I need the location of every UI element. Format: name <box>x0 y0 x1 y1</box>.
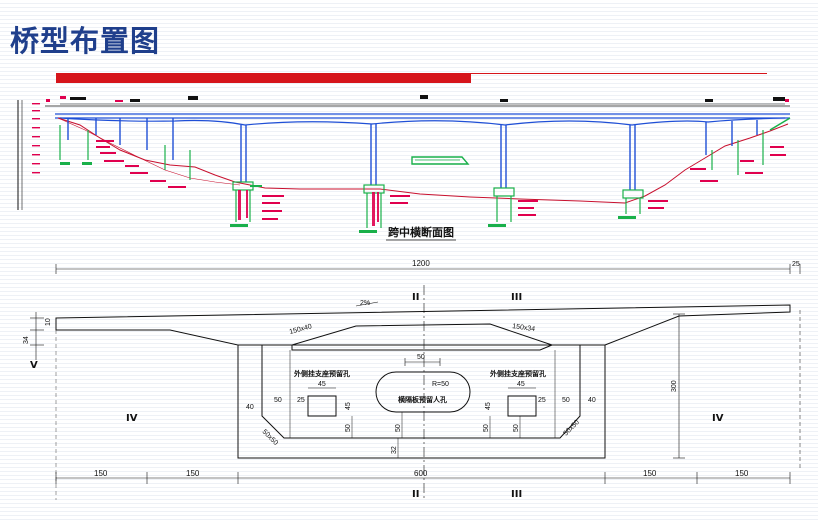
depth-dimension: 300 <box>671 310 801 470</box>
cross-section-view: 跨中横断面图 1200 25 II III IV IV V II III 2% <box>23 225 801 500</box>
right-chamfer-label: 50x50 <box>562 419 581 438</box>
slide-title: 桥型布置图 <box>10 24 161 58</box>
bottom-dim-left-rib: 50 <box>345 424 352 432</box>
section-mark-top-left: II <box>412 292 419 303</box>
left-height-label: 34 <box>23 336 30 344</box>
section-mark-bottom-right: III <box>511 489 522 500</box>
left-offset-label: 10 <box>45 318 52 326</box>
left-chamfer-label: 50x50 <box>261 428 280 447</box>
right-bearing-height-label: 45 <box>485 402 492 410</box>
right-bearing-label: 外侧挂支座预留孔 <box>490 369 546 378</box>
manhole-radius-label: R=50 <box>432 381 449 388</box>
right-haunch-label: 150x34 <box>512 323 536 333</box>
left-wall-label: 40 <box>246 404 254 411</box>
section-mark-side-right: IV <box>712 413 724 424</box>
left-bearing-height-label: 45 <box>345 402 352 410</box>
edge-label: 25 <box>792 261 800 268</box>
ground-profile <box>57 117 789 204</box>
bottom-dim-right-rib: 50 <box>513 424 520 432</box>
section-mark-top-right: III <box>511 292 522 303</box>
bottom-dim-4: 150 <box>643 469 657 478</box>
bottom-dim-web: 32 <box>391 446 398 454</box>
box-girder-outline <box>55 304 791 459</box>
left-side-dimensions: 10 34 <box>23 312 52 360</box>
title-underline-bar <box>56 73 471 83</box>
title-underline-line <box>471 73 767 74</box>
bottom-dimension-chain: 150 150 600 150 150 <box>55 469 791 484</box>
bottom-dim-center-left: 50 <box>395 424 402 432</box>
pile-foundations <box>59 125 764 228</box>
manhole-opening: 横隔板预留人孔 R=50 50 <box>375 354 471 413</box>
slope-label: 2% <box>360 300 370 307</box>
left-bearing-width-label: 45 <box>318 381 326 388</box>
bottom-dim-2: 150 <box>186 469 200 478</box>
left-rib-label: 50 <box>274 397 282 404</box>
section-mark-bottom-left: II <box>412 489 419 500</box>
bottom-dim-center-right: 50 <box>483 424 490 432</box>
left-annotation-strip <box>17 100 40 210</box>
manhole-width-label: 50 <box>417 354 425 361</box>
left-bearing-offset-label: 25 <box>297 397 305 404</box>
right-bearing-offset-label: 25 <box>538 397 546 404</box>
bridge-girder <box>55 113 790 126</box>
right-wall-label: 40 <box>588 397 596 404</box>
bottom-dim-5: 150 <box>735 469 749 478</box>
right-bearing-opening: 外侧挂支座预留孔 45 25 45 50 40 50x50 <box>485 369 596 437</box>
elevation-view <box>17 95 791 233</box>
right-bearing-width-label: 45 <box>517 381 525 388</box>
left-bearing-label: 外侧挂支座预留孔 <box>294 369 350 378</box>
section-mark-side-left: IV <box>126 413 138 424</box>
midspan-marker <box>411 156 470 165</box>
depth-label: 300 <box>671 380 678 392</box>
top-dimension: 1200 25 <box>55 259 801 274</box>
right-rib-label: 50 <box>562 397 570 404</box>
manhole-label: 横隔板预留人孔 <box>398 395 447 404</box>
section-mark-left-edge: V <box>30 360 38 371</box>
cross-section-caption: 跨中横断面图 <box>388 225 454 239</box>
total-width-label: 1200 <box>412 259 430 268</box>
bridge-piers <box>67 118 758 190</box>
bottom-dim-1: 150 <box>94 469 108 478</box>
elevation-annotations <box>60 140 786 233</box>
bottom-dim-3: 600 <box>414 469 428 478</box>
left-haunch-label: 150x40 <box>289 323 313 336</box>
